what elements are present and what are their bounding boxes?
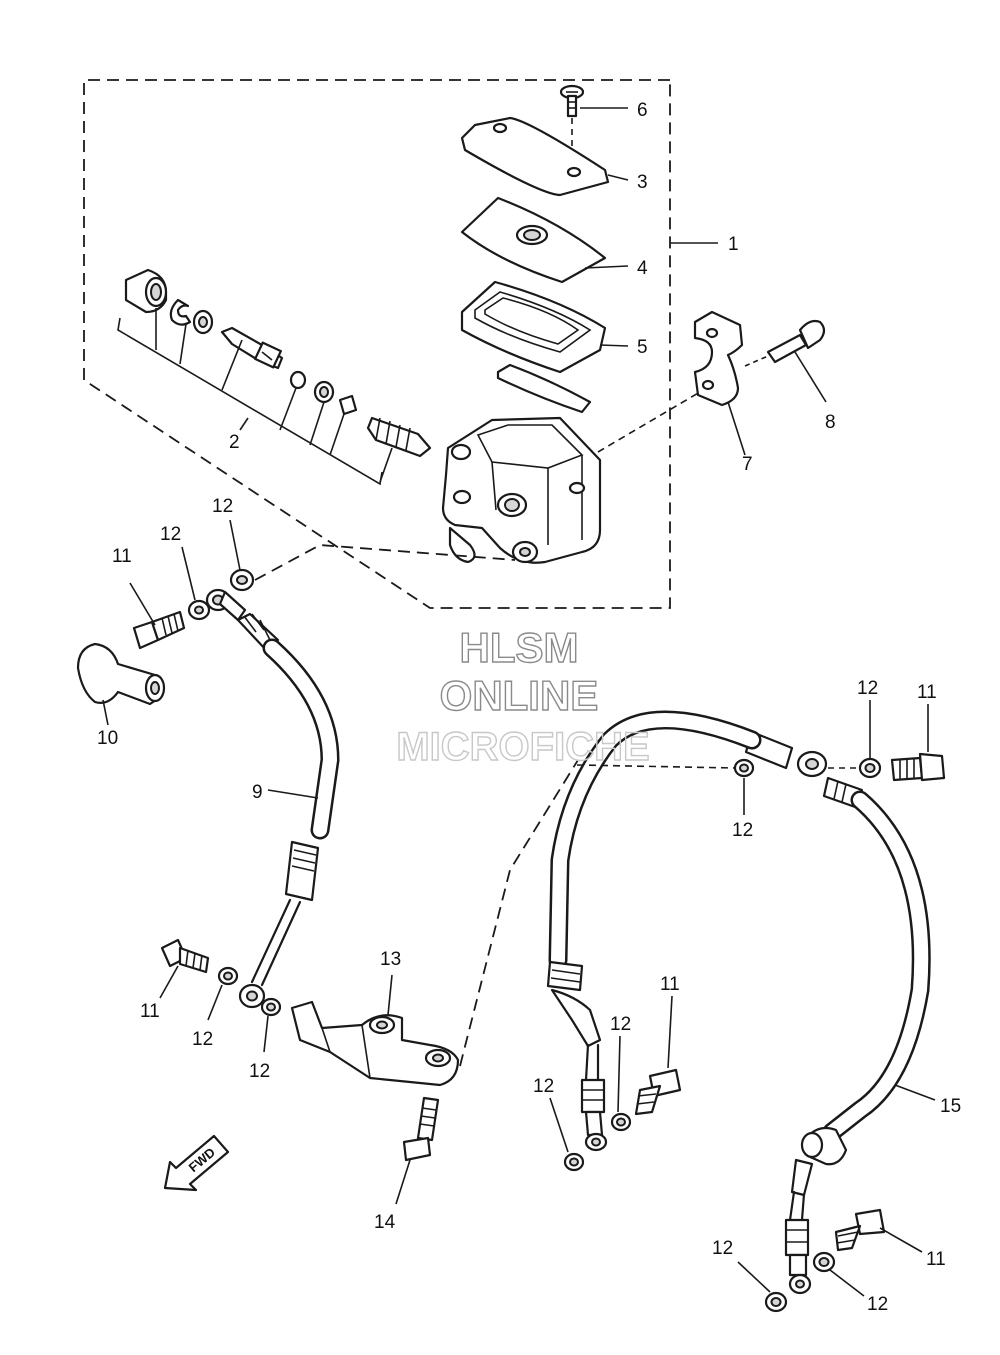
watermark: HLSM ONLINE MICROFICHE bbox=[396, 623, 651, 769]
callout-11-c: 11 bbox=[140, 1001, 160, 1022]
callout-9: 9 bbox=[252, 782, 263, 803]
forward-arrow-icon: FWD bbox=[163, 1134, 230, 1192]
callout-12-a: 12 bbox=[160, 524, 181, 545]
upper-right-banjo-bolt bbox=[576, 700, 946, 815]
watermark-line2: ONLINE bbox=[440, 672, 599, 719]
callout-12-i: 12 bbox=[712, 1238, 733, 1259]
callout-4: 4 bbox=[637, 258, 648, 279]
callout-3: 3 bbox=[637, 172, 648, 193]
diaphragm-plate bbox=[460, 196, 629, 284]
callout-8: 8 bbox=[825, 412, 836, 433]
lower-brake-hose bbox=[546, 710, 936, 1295]
callout-12-d: 12 bbox=[732, 820, 753, 841]
callout-12-f: 12 bbox=[249, 1061, 270, 1082]
callout-14: 14 bbox=[374, 1212, 396, 1233]
assembly-boundary bbox=[83, 79, 718, 609]
separator-plate bbox=[496, 363, 592, 414]
diaphragm-gasket bbox=[460, 280, 629, 374]
hose-joint-bracket bbox=[290, 759, 579, 1087]
watermark-line3: MICROFICHE bbox=[396, 725, 649, 769]
callout-12-h: 12 bbox=[533, 1076, 554, 1097]
callout-12-e: 12 bbox=[192, 1029, 213, 1050]
lower-middle-banjo-bolt bbox=[549, 995, 682, 1172]
callout-12-g: 12 bbox=[610, 1014, 631, 1035]
cap-screw bbox=[559, 84, 628, 168]
watermark-line1: HLSM bbox=[460, 624, 579, 671]
callout-12-b: 12 bbox=[212, 496, 233, 517]
piston-kit bbox=[117, 268, 432, 486]
callout-10: 10 bbox=[97, 728, 118, 749]
lower-left-banjo-bolt bbox=[159, 938, 282, 1053]
callout-15: 15 bbox=[940, 1096, 961, 1117]
reservoir-cap bbox=[460, 116, 629, 197]
lower-right-banjo-bolt bbox=[737, 1208, 923, 1313]
handlebar-holder bbox=[693, 310, 746, 456]
master-banjo-bolt bbox=[129, 519, 516, 650]
callout-numbers: 1 2 3 4 5 6 7 8 9 10 11 11 11 11 11 12 1… bbox=[97, 100, 961, 1315]
banjo-cap bbox=[76, 642, 166, 726]
callout-6: 6 bbox=[637, 100, 648, 121]
master-cylinder-body bbox=[441, 391, 701, 564]
callout-7: 7 bbox=[742, 454, 753, 475]
callout-12-c: 12 bbox=[857, 678, 878, 699]
callout-5: 5 bbox=[637, 337, 648, 358]
callout-1: 1 bbox=[728, 234, 739, 255]
callout-11-e: 11 bbox=[926, 1249, 946, 1270]
callout-2: 2 bbox=[229, 432, 240, 453]
upper-brake-hose bbox=[205, 588, 340, 1009]
callout-11-b: 11 bbox=[917, 682, 937, 703]
bracket-bolt bbox=[395, 1096, 440, 1205]
holder-bolt bbox=[744, 319, 827, 403]
callout-13: 13 bbox=[380, 949, 401, 970]
callout-11-d: 11 bbox=[660, 974, 680, 995]
callout-12-j: 12 bbox=[867, 1294, 888, 1315]
callout-11-a: 11 bbox=[112, 546, 132, 567]
